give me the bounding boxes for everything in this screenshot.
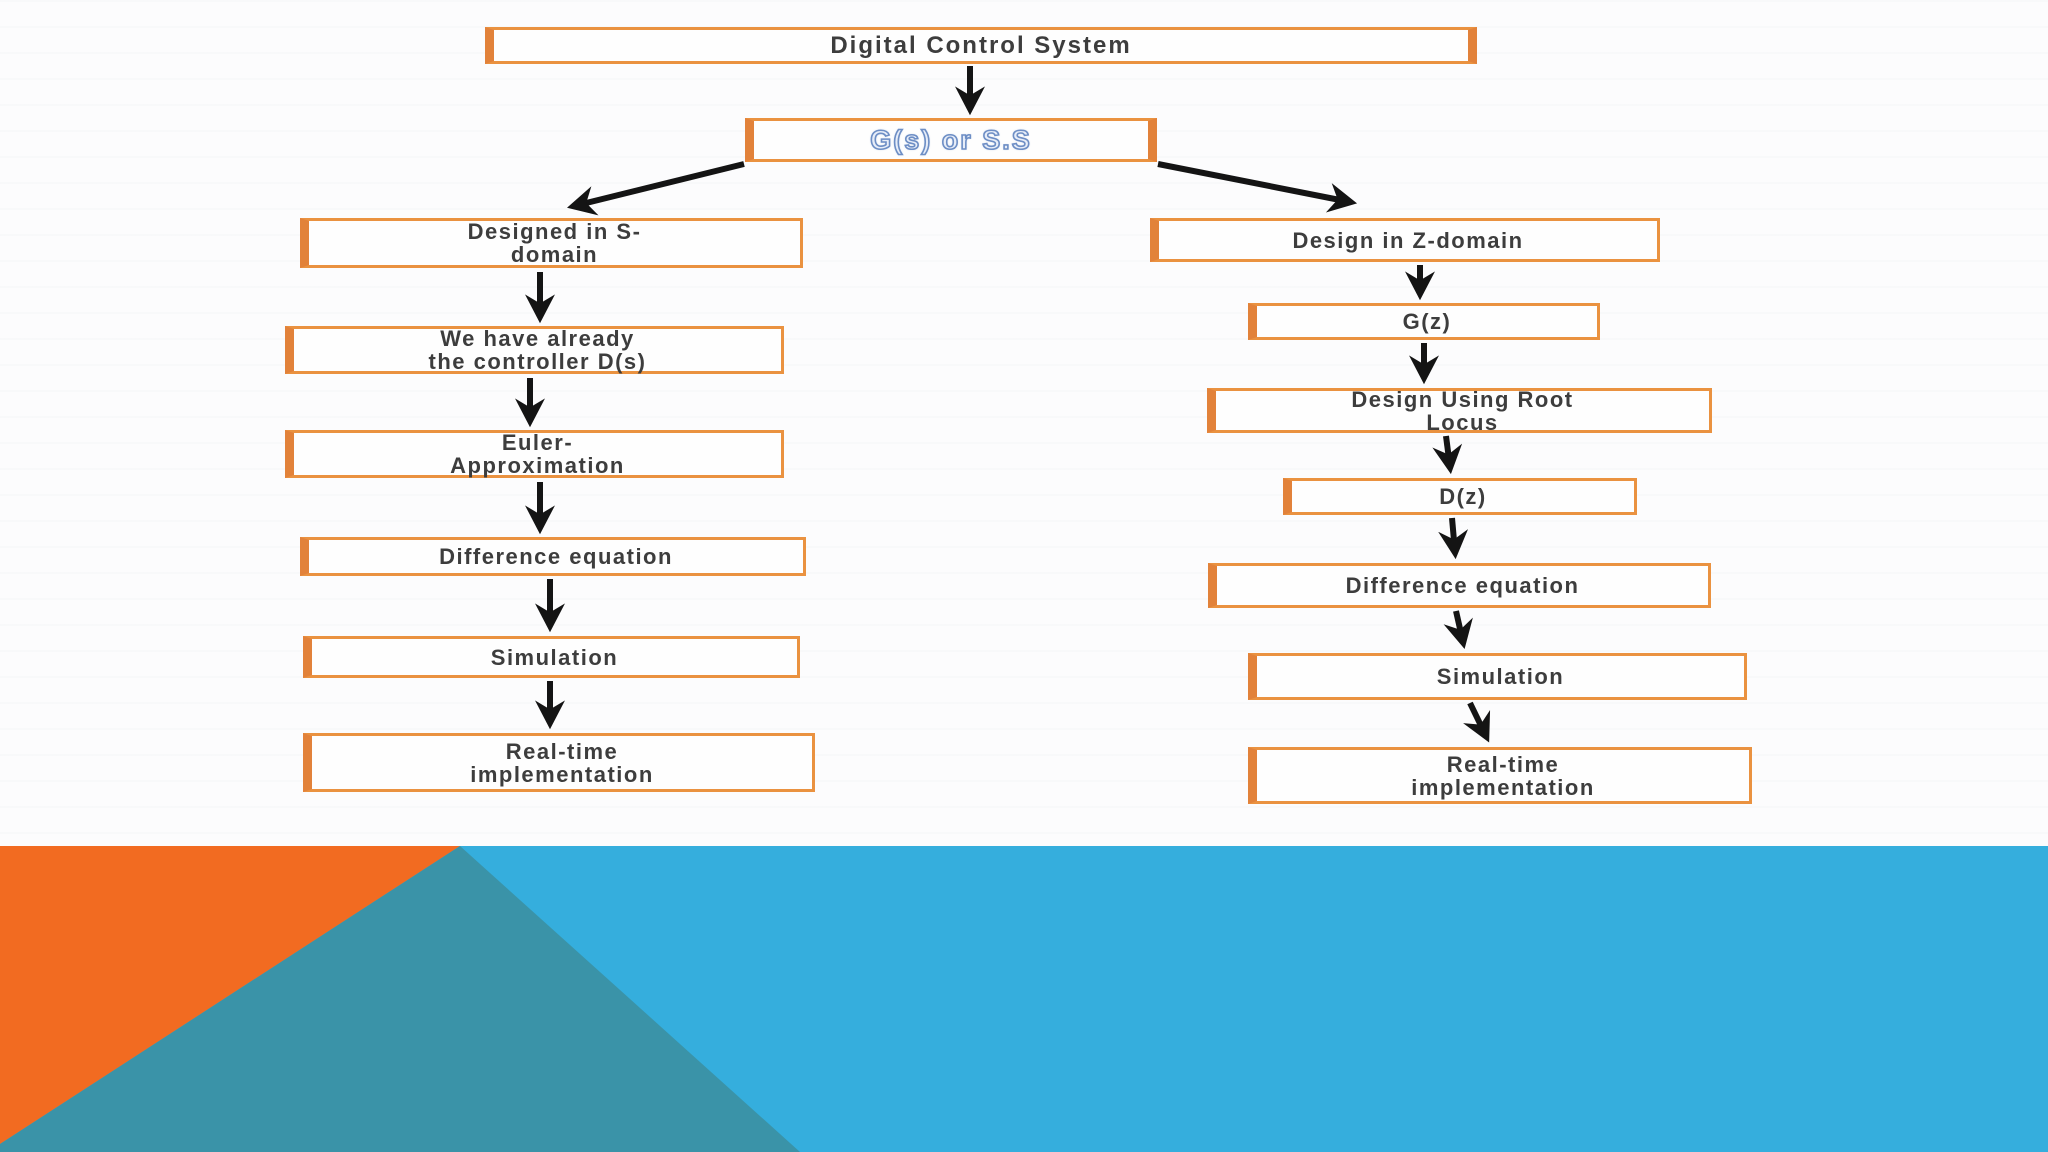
node-gz: G(z)	[1248, 303, 1600, 340]
node-design-using-root-locus: Design Using Root Locus	[1207, 388, 1712, 434]
arrow-source-to-left-branch	[567, 161, 745, 216]
arrow-right-6-7	[1463, 701, 1491, 743]
node-realtime-implementation-right: Real-time implementation	[1248, 747, 1752, 804]
node-design-in-z-domain: Design in Z-domain	[1150, 218, 1660, 262]
banner-slate-triangle	[0, 846, 800, 1152]
node-designed-in-s-domain: Designed in S- domain	[300, 218, 803, 268]
node-difference-equation-left: Difference equation	[300, 537, 806, 576]
arrow-source-to-right-branch	[1157, 161, 1358, 213]
node-simulation-right: Simulation	[1248, 653, 1747, 700]
node-realtime-implementation-left: Real-time implementation	[303, 733, 815, 792]
arrow-right-4-5	[1438, 517, 1469, 560]
node-euler-approximation: Euler- Approximation	[285, 430, 784, 478]
node-we-have-already-controller-ds: We have already the controller D(s)	[285, 326, 784, 374]
node-digital-control-system: Digital Control System	[485, 27, 1477, 64]
node-simulation-left: Simulation	[303, 636, 800, 678]
node-gs-or-ss: G(s) or S.S	[745, 118, 1157, 162]
arrow-right-5-6	[1443, 610, 1473, 650]
node-difference-equation-right: Difference equation	[1208, 563, 1711, 608]
arrow-right-3-4	[1432, 435, 1463, 475]
node-dz: D(z)	[1283, 478, 1637, 515]
